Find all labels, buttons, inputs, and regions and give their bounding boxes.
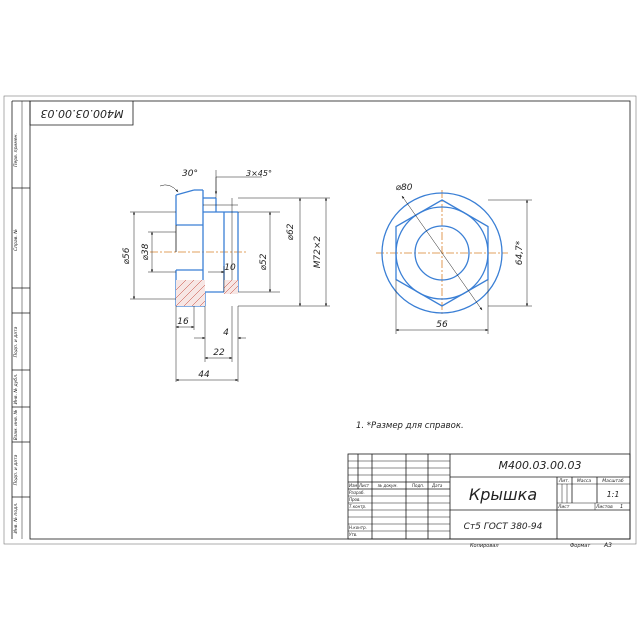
- copied-label: Копировал: [470, 543, 499, 549]
- title-block: М400.03.00.03 Крышка Ст5 ГОСТ 380-94 Изм…: [347, 453, 631, 540]
- dim-d62: ⌀62: [286, 223, 296, 240]
- dim-w16: 16: [177, 317, 189, 327]
- tb-col-sign: Подп.: [412, 483, 424, 488]
- strip-label-3: Подп. и дата: [13, 326, 19, 357]
- section-hatching: [175, 279, 239, 307]
- strip-label-1: Перв. примен.: [13, 133, 19, 167]
- outer-circle: [381, 192, 503, 314]
- dim-w10: 10: [224, 263, 236, 273]
- tb-row-utv: Утв.: [349, 532, 357, 537]
- rotated-code-stamp: M400.03.00.03: [29, 101, 134, 126]
- strip-label-7: Инв. № подл.: [13, 502, 19, 533]
- inner-frame: [29, 100, 631, 540]
- section-view: 30° 3×45° ⌀56 ⌀38 ⌀52 ⌀62 M72×2 10 16 4 …: [122, 169, 330, 382]
- dim-d38: ⌀38: [141, 243, 151, 260]
- dim-w4: 4: [223, 328, 229, 338]
- tb-row-prov: Пров.: [349, 497, 361, 502]
- tb-row-tkontr: Т.контр.: [349, 504, 366, 509]
- rotated-code-text: M400.03.00.03: [41, 107, 124, 120]
- section-extension-lines: [130, 170, 330, 382]
- front-view: ⌀80 64,7* 56: [376, 183, 532, 334]
- tb-code: М400.03.00.03: [499, 459, 582, 472]
- format-label: Формат: [570, 543, 591, 549]
- tb-sheet-label: Лист: [557, 504, 570, 510]
- tb-row-nkontr: Н.контр.: [349, 525, 367, 530]
- dim-m72: M72×2: [313, 235, 323, 268]
- left-side-strip: Перв. примен. Справ. № Подп. и дата Инв.…: [11, 100, 30, 539]
- tb-col-list: Лист: [358, 483, 370, 488]
- strip-label-6: Подп. и дата: [13, 454, 19, 485]
- tb-scale-value: 1:1: [607, 490, 620, 499]
- tb-sheets-label: Листов: [595, 504, 613, 510]
- tb-mass-label: Масса: [577, 478, 592, 484]
- outer-border: [3, 95, 637, 545]
- strip-label-2: Справ. №: [13, 229, 19, 251]
- dim-chamfer-angle: 30°: [182, 169, 198, 179]
- strip-label-4: Инв. № дубл.: [13, 374, 19, 405]
- dim-chamfer: 3×45°: [246, 169, 272, 178]
- tb-part-name: Крышка: [469, 485, 537, 504]
- tb-col-izm: Изм: [349, 483, 357, 488]
- dim-d80: ⌀80: [396, 183, 413, 193]
- tb-col-doc: № докум.: [377, 483, 398, 488]
- tb-row-razrab: Разраб.: [349, 490, 365, 495]
- dim-w22: 22: [213, 348, 225, 358]
- strip-label-5: Взам. инв. №: [13, 409, 19, 440]
- reference-note: 1. *Размер для справок.: [356, 421, 464, 431]
- format-value: А3: [603, 542, 612, 549]
- dim-w44: 44: [198, 370, 210, 380]
- section-dimension-lines: [132, 176, 328, 382]
- tb-lit-label: Лит.: [558, 478, 569, 484]
- tb-col-date: Дата: [431, 483, 443, 488]
- dim-h647: 64,7*: [515, 240, 525, 265]
- dim-d52: ⌀52: [259, 253, 269, 270]
- dim-s56: 56: [436, 320, 448, 330]
- tb-material: Ст5 ГОСТ 380-94: [464, 522, 543, 532]
- dim-d56: ⌀56: [122, 247, 132, 264]
- tb-sheets-value: 1: [620, 504, 623, 510]
- tb-scale-label: Масштаб: [602, 478, 624, 484]
